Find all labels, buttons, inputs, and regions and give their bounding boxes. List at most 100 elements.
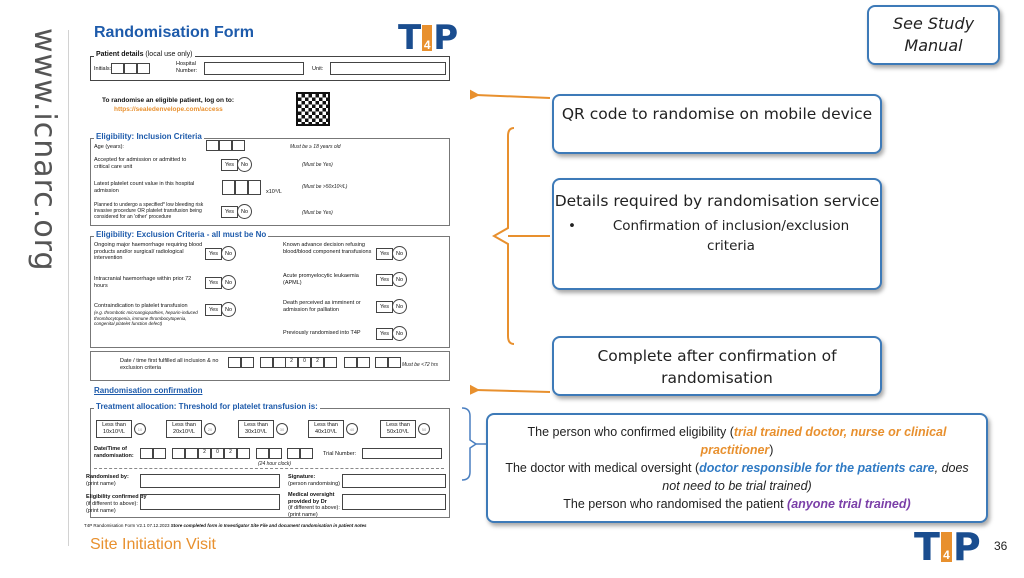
time-cell [375, 357, 388, 368]
procedure-note: (Must be Yes) [302, 210, 333, 216]
exclusion-contraindication-examples: (e.g. thrombotic microangiopathies, hepa… [94, 310, 198, 326]
threshold-40: Less than 40x10⁹/L [308, 420, 344, 438]
platelet-note: (Must be >50x10⁹/L) [302, 184, 348, 190]
patient-details-heading: Patient details (local use only) [94, 51, 195, 58]
patient-details-box [90, 56, 450, 81]
randomisation-confirmation-heading: Randomisation confirmation [94, 386, 203, 395]
study-manual-callout: See Study Manual [867, 5, 1000, 65]
role-oversight: The doctor with medical oversight (docto… [505, 461, 969, 493]
threshold-40-circle: 40 [346, 423, 358, 435]
exclusion-advance-decision-label: Known advance decision refusing blood/bl… [283, 242, 372, 255]
side-divider [68, 30, 69, 546]
t4p-logo: T 4 P [398, 18, 459, 58]
trial-number-field [362, 448, 442, 459]
qr-arrow [470, 86, 551, 103]
randomised-by-label: Randomised by: [86, 474, 129, 480]
initials-label: Initials: [94, 66, 112, 72]
role-randomiser: The person who randomised the patient (a… [563, 497, 911, 511]
admission-note: (Must be Yes) [302, 162, 333, 168]
threshold-20: Less than 20x10⁹/L [166, 420, 202, 438]
procedure-label: Planned to undergo a specified* low blee… [94, 202, 204, 220]
details-bracket [491, 127, 515, 345]
age-cell [206, 140, 219, 151]
randomised-by-note: (print name) [86, 481, 116, 487]
randomise-prompt: To randomise an eligible patient, log on… [102, 97, 235, 104]
exclusion-death-label: Death perceived as imminent or admission… [283, 300, 361, 313]
threshold-10-circle: 10 [134, 423, 146, 435]
date-cell [153, 448, 166, 459]
dashed-divider [94, 468, 444, 469]
platelet-cell [248, 180, 261, 195]
time-cell [344, 357, 357, 368]
threshold-50-circle: 50 [418, 423, 430, 435]
role-eligibility: The person who confirmed eligibility (tr… [527, 425, 947, 457]
signature-field [342, 474, 446, 488]
details-callout: Details required by randomisation servic… [552, 178, 882, 290]
oversight-label: Medical oversight provided by Dr [288, 492, 335, 505]
age-label: Age (years): [94, 144, 124, 150]
threshold-10: Less than 10x10⁹/L [96, 420, 132, 438]
threshold-20-circle: 20 [204, 423, 216, 435]
complete-callout: Complete after confirmation of randomisa… [552, 336, 882, 396]
date-cell [241, 357, 254, 368]
form-title: Randomisation Form [94, 24, 255, 41]
year-cell: 2 [198, 448, 211, 459]
slide-number: 36 [994, 539, 1008, 553]
roles-callout: The person who confirmed eligibility (tr… [486, 413, 988, 523]
admission-label: Accepted for admission or admitted to cr… [94, 157, 187, 170]
exclusion-box [90, 236, 450, 348]
hospital-number-label: Hospital Number: [176, 61, 198, 74]
callout-arrows [470, 86, 551, 398]
t4p-footer-logo: T 4 P [914, 525, 981, 569]
threshold-30: Less than 30x10⁹/L [238, 420, 274, 438]
exclusion-haemorrhage-label: Ongoing major haemorrhage requiring bloo… [94, 242, 203, 261]
initials-cell [124, 63, 137, 74]
age-note: Must be ≥ 18 years old [290, 144, 341, 150]
oversight-field [342, 494, 446, 510]
hospital-number-field [204, 62, 304, 75]
year-cell [237, 448, 250, 459]
trial-number-label: Trial Number: [323, 451, 357, 457]
complete-arrow [470, 381, 551, 398]
year-cell: 0 [298, 357, 311, 368]
confirmed-by-note: (if different to above): (print name) [86, 501, 138, 514]
initials-cell [111, 63, 124, 74]
signature-note: (person randomising) [288, 481, 340, 487]
threshold-50: Less than 50x10⁹/L [380, 420, 416, 438]
signature-label: Signature: [288, 474, 316, 480]
eligibility-datetime-note: Must be <72 hrs [402, 362, 438, 368]
date-cell [140, 448, 153, 459]
platelet-cell [235, 180, 248, 195]
qr-callout: QR code to randomise on mobile device [552, 94, 882, 154]
eligibility-datetime-box [90, 351, 450, 381]
roles-bracket [461, 407, 488, 481]
age-cell [232, 140, 245, 151]
time-cell [300, 448, 313, 459]
year-cell: 0 [211, 448, 224, 459]
year-cell [324, 357, 337, 368]
randomised-by-field [140, 474, 280, 488]
eligibility-datetime-label: Date / time first fulfilled all inclusio… [120, 358, 219, 371]
clock-note: (24 hour clock) [258, 461, 292, 467]
exclusion-contraindication-label: Contraindication to platelet transfusion [94, 303, 188, 309]
exclusion-heading: Eligibility: Exclusion Criteria - all mu… [94, 230, 269, 239]
footer-title: Site Initiation Visit [90, 536, 216, 553]
time-cell [256, 448, 269, 459]
initials-cell [137, 63, 150, 74]
randomisation-datetime-label: Date/Time of randomisation: [94, 446, 134, 459]
inclusion-heading: Eligibility: Inclusion Criteria [94, 132, 204, 141]
exclusion-intracranial-label: Intracranial haemorrhage within prior 72… [94, 276, 192, 289]
randomisation-form-image: Randomisation Form T 4 P Patient details… [80, 18, 458, 533]
platelet-cell [222, 180, 235, 195]
treatment-heading: Treatment allocation: Threshold for plat… [94, 402, 320, 411]
date-cell [172, 448, 185, 459]
exclusion-apml-label: Acute promyelocytic leukaemia (APML) [283, 273, 359, 286]
platelet-label: Latest platelet count value in this hosp… [94, 181, 195, 194]
